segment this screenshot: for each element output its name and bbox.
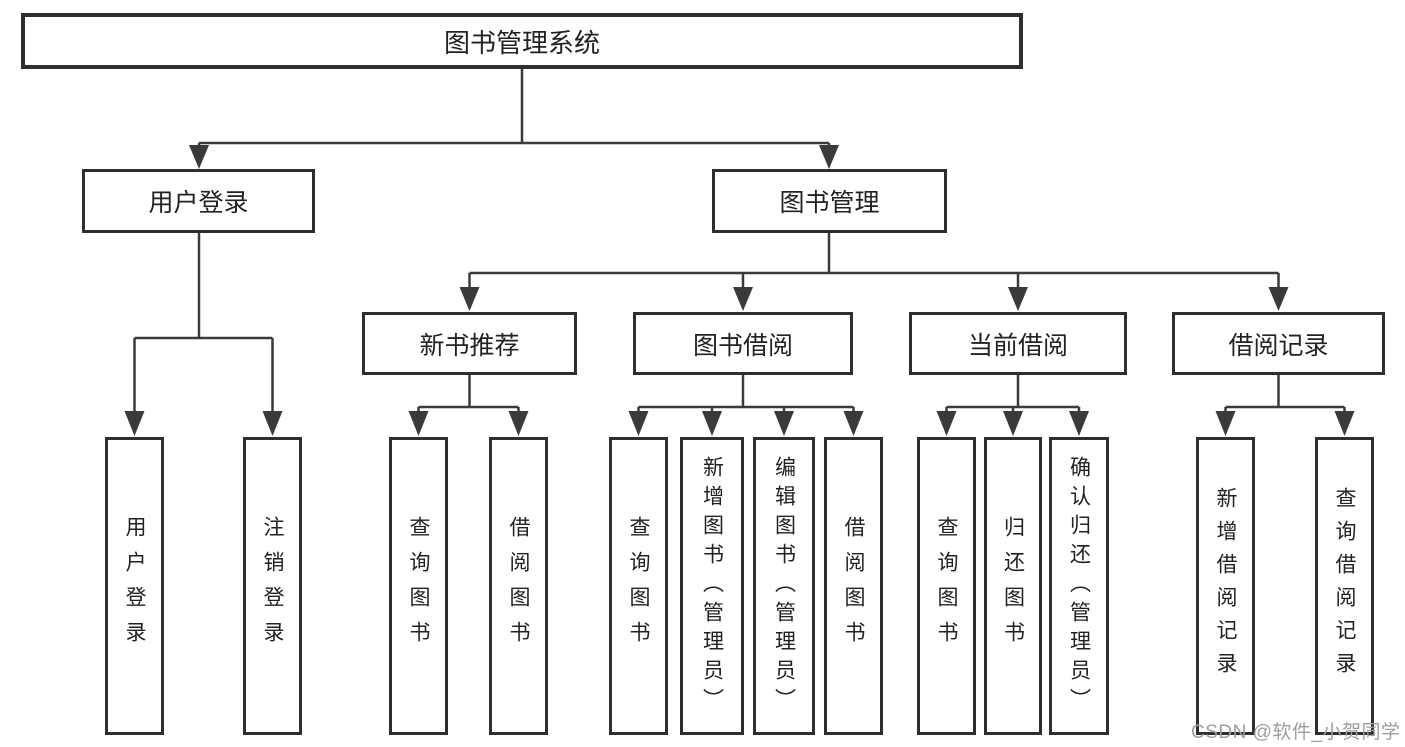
node-book-mgmt: 图书管理 [712,169,947,233]
connector-borrow-record-to-children [1224,375,1346,415]
connector-new-book-to-children [417,375,520,415]
node-book-mgmt-label: 图书管理 [779,189,880,217]
node-current-borrow-label: 当前借阅 [967,331,1068,360]
node-root: 图书管理系统 [21,13,1023,69]
node-root-label: 图书管理系统 [443,27,600,58]
node-new-book-recommend-label: 新书推荐 [419,331,520,360]
leaf-query-books-newbook: 查询图书 [389,437,448,735]
node-user-login-label: 用户登录 [148,189,249,217]
node-borrow-records-label: 借阅记录 [1228,331,1329,360]
connector-current-borrow-to-children [945,375,1081,415]
node-user-login: 用户登录 [82,169,315,233]
connector-book-borrow-to-children [637,375,855,415]
leaf-confirm-return-admin: 确认归还（管理员） [1049,437,1109,735]
connector-user-login-to-children [133,233,274,415]
leaf-query-books-borrow: 查询图书 [609,437,668,735]
node-book-borrow: 图书借阅 [633,312,853,375]
node-current-borrow: 当前借阅 [909,312,1127,375]
leaf-add-borrow-record: 新增借阅记录 [1196,437,1255,735]
leaf-borrow-books-newbook: 借阅图书 [489,437,548,735]
watermark: CSDN @软件_小贺同学 [1191,722,1401,743]
leaf-logout: 注销登录 [243,437,302,735]
node-new-book-recommend: 新书推荐 [362,312,577,375]
leaf-query-borrow-record: 查询借阅记录 [1315,437,1374,735]
node-book-borrow-label: 图书借阅 [692,331,793,360]
node-borrow-records: 借阅记录 [1172,312,1385,375]
leaf-query-books-current: 查询图书 [917,437,976,735]
leaf-borrow-books-borrow: 借阅图书 [824,437,883,735]
leaf-add-book-admin: 新增图书（管理员） [680,437,744,735]
leaf-edit-book-admin: 编辑图书（管理员） [753,437,815,735]
connector-root-to-level2 [197,69,831,149]
leaf-user-login: 用户登录 [105,437,164,735]
connector-book-mgmt-to-level3 [468,233,1280,291]
leaf-return-book: 归还图书 [984,437,1042,735]
